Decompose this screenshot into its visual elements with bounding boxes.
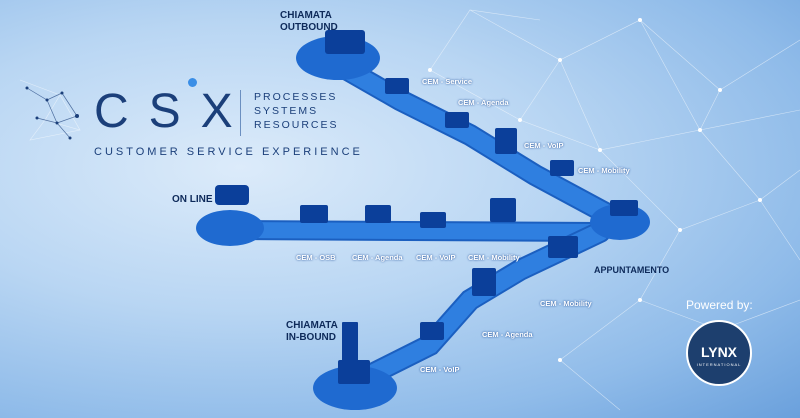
platform-inbound <box>313 366 397 410</box>
desk-icon <box>610 200 638 216</box>
tagline-systems: SYSTEMS <box>254 105 319 117</box>
screen-icon <box>490 198 516 222</box>
step-online-voip: CEM - VoIP <box>416 253 456 262</box>
step-inbound-mobility: CEM - Mobility <box>540 299 592 308</box>
path-inbound <box>349 221 611 391</box>
tagline-resources: RESOURCES <box>254 119 339 131</box>
section-outbound: CHIAMATA OUTBOUND <box>280 10 338 33</box>
desk-icon <box>385 78 409 94</box>
step-outbound-agenda: CEM - Agenda <box>458 98 509 107</box>
step-online-mobility: CEM - Mobility <box>468 253 520 262</box>
desk-icon <box>420 212 446 228</box>
step-outbound-service: CEM - Service <box>422 77 473 86</box>
step-online-agenda: CEM - Agenda <box>352 253 403 262</box>
platforms <box>196 36 650 410</box>
logo-dot <box>188 78 197 87</box>
building-icon <box>342 322 358 362</box>
section-online: ON LINE <box>172 194 213 205</box>
house-icon <box>338 360 370 384</box>
tagline-processes: PROCESSES <box>254 91 338 103</box>
lynx-logo-subtext: INTERNATIONAL <box>696 362 742 367</box>
network-nodes <box>428 18 762 362</box>
brand-subtitle: CUSTOMER SERVICE EXPERIENCE <box>94 146 363 158</box>
step-inbound-agenda: CEM - Agenda <box>482 330 533 339</box>
board-icon <box>495 128 517 154</box>
desk-icon <box>445 112 469 128</box>
step-outbound-voip: CEM - VoIP <box>524 141 564 150</box>
desk-icon <box>420 322 444 340</box>
brand-block: CSX PROCESSES SYSTEMS RESOURCES CUSTOMER… <box>22 78 360 168</box>
path-outbound <box>319 49 626 229</box>
screen-icon <box>548 236 578 258</box>
csx-logo: CSX <box>94 85 253 138</box>
lynx-logo-text: LYNX <box>700 344 738 360</box>
car-icon <box>215 185 249 205</box>
section-inbound: CHIAMATA IN-BOUND <box>286 320 338 343</box>
step-online-osb: CEM - OSB <box>296 253 336 262</box>
calendar-icon <box>472 268 496 296</box>
lynx-logo: LYNX INTERNATIONAL <box>686 320 752 386</box>
platform-online <box>196 210 264 246</box>
monitor-icon <box>365 205 391 223</box>
laptop-icon <box>300 205 328 223</box>
desk-icon <box>550 160 574 176</box>
path-online <box>220 220 610 242</box>
constellation-icon <box>25 86 79 140</box>
tagline: PROCESSES SYSTEMS RESOURCES <box>254 90 339 132</box>
monitor-icon <box>325 30 365 54</box>
step-outbound-mobility: CEM - Mobility <box>578 166 630 175</box>
divider <box>240 90 241 136</box>
section-appuntamento: APPUNTAMENTO <box>594 265 670 275</box>
step-inbound-voip: CEM - VoIP <box>420 365 460 374</box>
powered-by-label: Powered by: <box>686 298 753 312</box>
workstations <box>215 30 638 384</box>
